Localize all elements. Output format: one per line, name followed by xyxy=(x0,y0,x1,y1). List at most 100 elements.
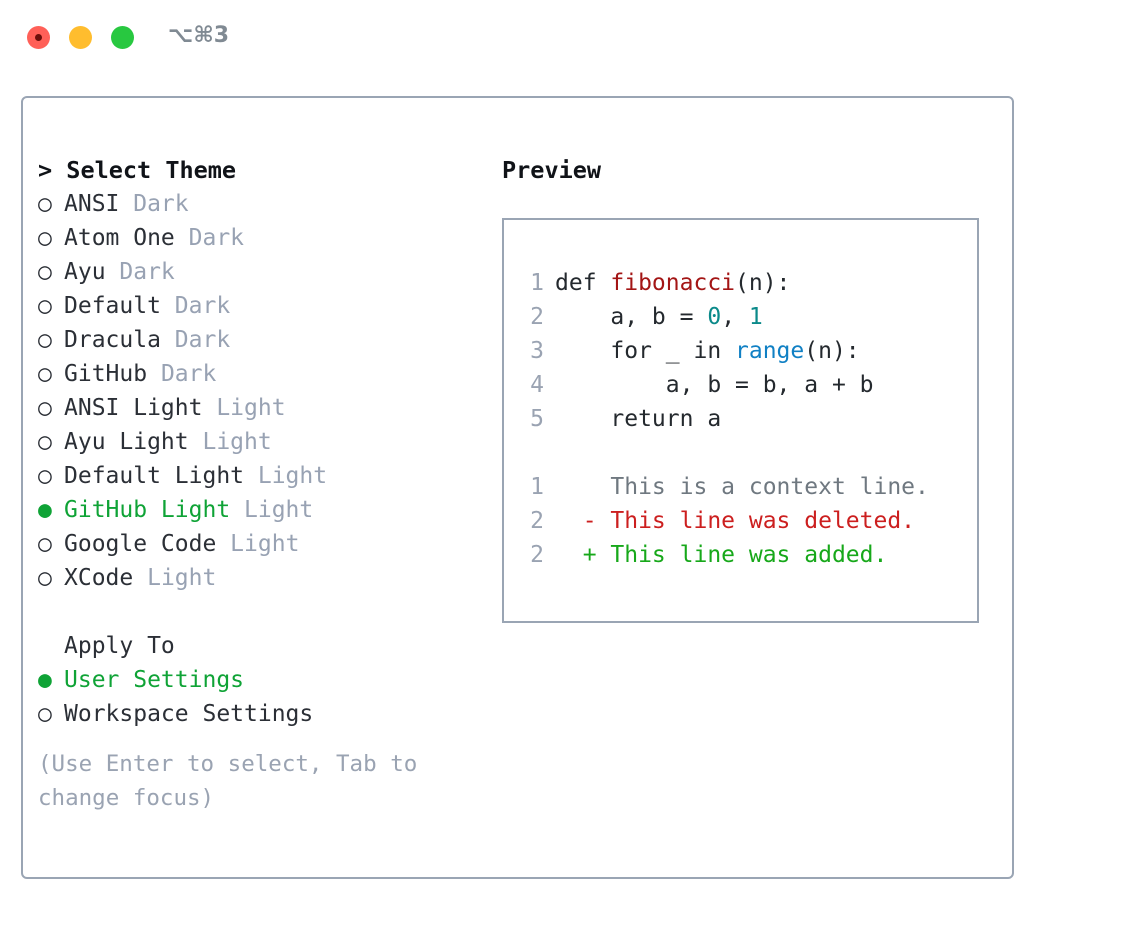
code-token: (n): xyxy=(804,338,860,364)
theme-mode-tag: Light xyxy=(230,497,314,523)
theme-mode-tag: Dark xyxy=(147,361,217,387)
theme-option-label: ANSI xyxy=(64,191,120,217)
theme-mode-tag: Dark xyxy=(105,259,175,285)
theme-option-ansi-light[interactable]: ○ ANSI Light Light xyxy=(38,391,478,425)
line-number: 3 xyxy=(530,338,544,364)
apply-to-list: ●User Settings ○ Workspace Settings xyxy=(38,663,478,731)
code-token: def xyxy=(555,270,611,296)
code-token: range xyxy=(735,338,805,364)
code-token: return a xyxy=(555,406,722,432)
theme-option-label: Google Code xyxy=(64,531,217,557)
keyboard-hint-text: (Use Enter to select, Tab to change focu… xyxy=(38,751,418,811)
theme-option-default[interactable]: ○ Default Dark xyxy=(38,289,478,323)
theme-option-ayu[interactable]: ○Ayu Dark xyxy=(38,255,478,289)
theme-option-label: Default xyxy=(64,293,161,319)
theme-mode-tag: Dark xyxy=(119,191,189,217)
theme-option-label: Ayu Light xyxy=(64,429,189,455)
spacer xyxy=(38,595,478,629)
theme-mode-tag: Dark xyxy=(174,225,245,251)
line-number: 5 xyxy=(530,406,544,432)
line-number: 1 xyxy=(530,474,544,500)
apply-to-header: Apply To xyxy=(64,633,175,659)
content-panel: > Select Theme ○ANSI Dark○Atom One Dark○… xyxy=(21,96,1014,879)
theme-option-dracula[interactable]: ○ Dracula Dark xyxy=(38,323,478,357)
apply-to-option-user-settings[interactable]: ●User Settings xyxy=(38,663,478,697)
theme-picker-column: > Select Theme ○ANSI Dark○Atom One Dark○… xyxy=(38,153,478,815)
radio-unselected-icon: ○ xyxy=(38,327,52,353)
code-token: a, b = xyxy=(555,304,708,330)
radio-unselected-icon: ○ xyxy=(38,225,52,251)
theme-mode-tag: Light xyxy=(188,429,272,455)
diff-line-ctx: 1 This is a context line. xyxy=(518,470,973,504)
radio-unselected-icon: ○ xyxy=(38,463,52,489)
theme-option-label: XCode xyxy=(64,565,134,591)
title-bar: ⌥⌘3 xyxy=(0,0,1140,76)
diff-line-text: This is a context line. xyxy=(555,474,929,500)
theme-list: ○ANSI Dark○Atom One Dark○Ayu Dark○Defaul… xyxy=(38,187,478,595)
theme-mode-tag: Light xyxy=(202,395,286,421)
diff-sample: 1 This is a context line.2 - This line w… xyxy=(518,470,973,572)
radio-unselected-icon: ○ xyxy=(38,191,52,217)
minimize-window-button[interactable] xyxy=(69,26,92,49)
code-token: , xyxy=(721,304,749,330)
radio-unselected-icon: ○ xyxy=(38,429,52,455)
theme-option-ansi[interactable]: ○ ANSI Dark xyxy=(38,187,478,221)
theme-option-label: Default Light xyxy=(64,463,245,489)
code-line: 5 return a xyxy=(518,402,973,436)
theme-mode-tag: Dark xyxy=(160,293,231,319)
diff-line-del: 2 - This line was deleted. xyxy=(518,504,973,538)
apply-to-option-label: Workspace Settings xyxy=(64,701,314,727)
maximize-window-button[interactable] xyxy=(111,26,134,49)
diff-line-text: + This line was added. xyxy=(555,542,888,568)
line-number: 2 xyxy=(530,542,544,568)
theme-option-label: GitHub xyxy=(64,361,148,387)
theme-mode-tag: Light xyxy=(244,463,328,489)
code-line: 2 a, b = 0, 1 xyxy=(518,300,973,334)
radio-unselected-icon: ○ xyxy=(38,293,52,319)
code-line: 3 for _ in range(n): xyxy=(518,334,973,368)
keyboard-shortcut-label: ⌥⌘3 xyxy=(168,23,230,48)
theme-option-label: GitHub Light xyxy=(64,497,231,523)
radio-unselected-icon: ○ xyxy=(38,531,52,557)
theme-option-label: Dracula xyxy=(64,327,161,353)
theme-option-github[interactable]: ○ GitHub Dark xyxy=(38,357,478,391)
line-number: 2 xyxy=(530,508,544,534)
radio-unselected-icon: ○ xyxy=(38,565,52,591)
code-line: 4 a, b = b, a + b xyxy=(518,368,973,402)
theme-option-label: ANSI Light xyxy=(64,395,203,421)
radio-unselected-icon: ○ xyxy=(38,259,52,285)
theme-option-ayu-light[interactable]: ○ Ayu Light Light xyxy=(38,425,478,459)
theme-option-label: Atom One xyxy=(64,225,175,251)
apply-to-option-workspace-settings[interactable]: ○ Workspace Settings xyxy=(38,697,478,731)
code-token: for _ in xyxy=(555,338,736,364)
line-number: 4 xyxy=(530,372,544,398)
theme-option-google-code[interactable]: ○ Google Code Light xyxy=(38,527,478,561)
spacer xyxy=(518,436,973,470)
close-window-button[interactable] xyxy=(27,26,50,49)
code-token: 0 xyxy=(707,304,722,330)
theme-mode-tag: Light xyxy=(216,531,300,557)
line-number: 1 xyxy=(530,270,544,296)
apply-to-option-label: User Settings xyxy=(64,667,245,693)
code-token: a, b = b, a + b xyxy=(555,372,874,398)
radio-unselected-icon: ○ xyxy=(38,395,52,421)
preview-title: Preview xyxy=(502,156,602,184)
diff-line-add: 2 + This line was added. xyxy=(518,538,973,572)
radio-unselected-icon: ○ xyxy=(38,701,52,727)
theme-mode-tag: Light xyxy=(133,565,217,591)
theme-option-github-light[interactable]: ●GitHub Light Light xyxy=(38,493,478,527)
traffic-lights xyxy=(27,26,134,49)
line-number: 2 xyxy=(530,304,544,330)
theme-option-atom-one[interactable]: ○ Atom One Dark xyxy=(38,221,478,255)
select-theme-header: > Select Theme xyxy=(38,156,237,184)
theme-option-xcode[interactable]: ○ XCode Light xyxy=(38,561,478,595)
code-token: (n): xyxy=(735,270,791,296)
theme-mode-tag: Dark xyxy=(160,327,231,353)
theme-option-default-light[interactable]: ○ Default Light Light xyxy=(38,459,478,493)
radio-unselected-icon: ○ xyxy=(38,361,52,387)
